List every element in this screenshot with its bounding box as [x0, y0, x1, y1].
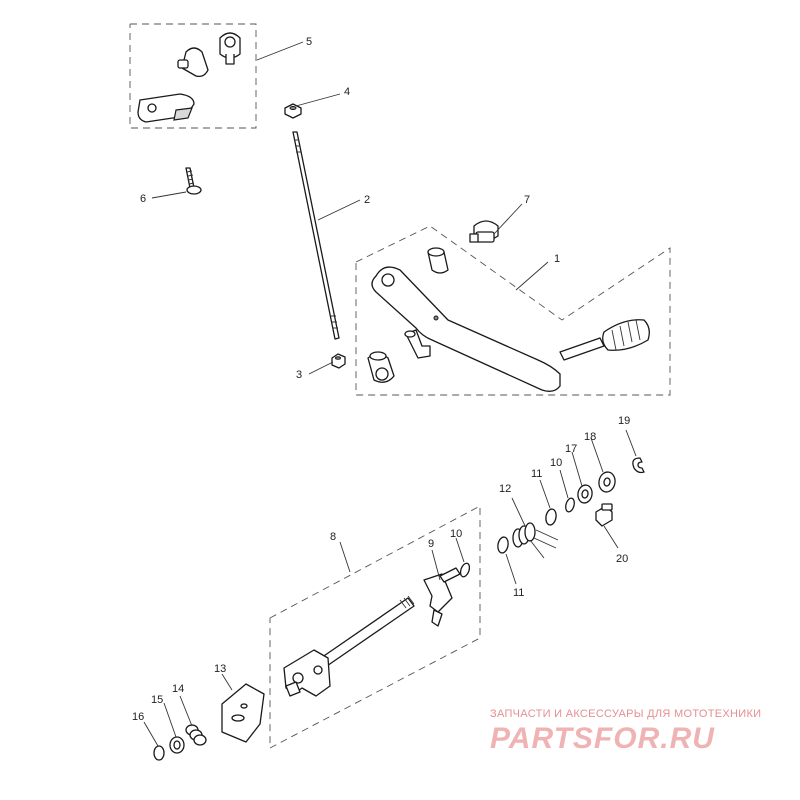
callout-2: 2 — [364, 194, 370, 206]
part-16-circlip — [153, 745, 165, 761]
part-10-circlip-a — [459, 562, 471, 578]
group-box-8 — [269, 505, 481, 749]
part-20-stud — [595, 503, 613, 527]
callout-19: 19 — [618, 415, 630, 427]
callout-18: 18 — [584, 431, 596, 443]
part-13-detent-plate — [221, 683, 265, 743]
part-12-return-spring — [512, 522, 559, 559]
part-5-rod-end — [137, 32, 241, 123]
callout-4: 4 — [344, 86, 350, 98]
part-19-e-clip — [632, 457, 645, 474]
watermark: ЗАПЧАСТИ И АКСЕССУАРЫ ДЛЯ МОТОТЕХНИКИ PA… — [490, 708, 761, 755]
callout-20: 20 — [616, 553, 628, 565]
callout-8: 8 — [330, 531, 336, 543]
callout-7: 7 — [524, 194, 530, 206]
part-15-washer — [169, 736, 185, 754]
callout-10-b: 10 — [550, 457, 562, 469]
callout-10-a: 10 — [450, 528, 462, 540]
callout-labels: 1 2 3 4 5 6 7 8 9 10 10 11 11 12 13 14 1… — [132, 36, 630, 723]
callout-14: 14 — [172, 683, 184, 695]
callout-16: 16 — [132, 711, 144, 723]
callout-17: 17 — [565, 443, 577, 455]
callout-15: 15 — [151, 694, 163, 706]
part-9-selector-arm — [423, 567, 461, 627]
part-17-washer — [577, 484, 593, 504]
part-11-washer-b — [545, 508, 557, 526]
part-4-nut — [284, 103, 302, 119]
callout-6: 6 — [140, 193, 146, 205]
callout-11-b: 11 — [513, 587, 524, 599]
part-2-shift-rod — [292, 131, 340, 340]
callout-11-a: 11 — [531, 468, 542, 480]
watermark-brand: PARTSFOR.RU — [490, 722, 715, 755]
part-18-washer — [598, 471, 616, 493]
callout-12: 12 — [499, 483, 511, 495]
group-box-5 — [129, 23, 257, 129]
leader-lines — [143, 41, 637, 747]
callout-13: 13 — [214, 663, 226, 675]
watermark-tagline: ЗАПЧАСТИ И АКСЕССУАРЫ ДЛЯ МОТОТЕХНИКИ — [490, 708, 761, 720]
part-10-circlip-b — [565, 497, 575, 513]
group-box-1 — [355, 225, 671, 396]
part-8-selector-shaft — [283, 595, 415, 697]
part-14-spring — [185, 724, 207, 746]
part-7-pivot-bolt — [469, 220, 499, 243]
part-6-bolt — [185, 167, 202, 195]
callout-9: 9 — [428, 538, 434, 550]
callout-3: 3 — [296, 369, 302, 381]
part-11-washer-a — [497, 536, 509, 554]
part-3-nut — [331, 353, 346, 369]
part-1-gear-lever — [367, 247, 650, 392]
callout-1: 1 — [554, 253, 560, 265]
callout-5: 5 — [306, 36, 312, 48]
